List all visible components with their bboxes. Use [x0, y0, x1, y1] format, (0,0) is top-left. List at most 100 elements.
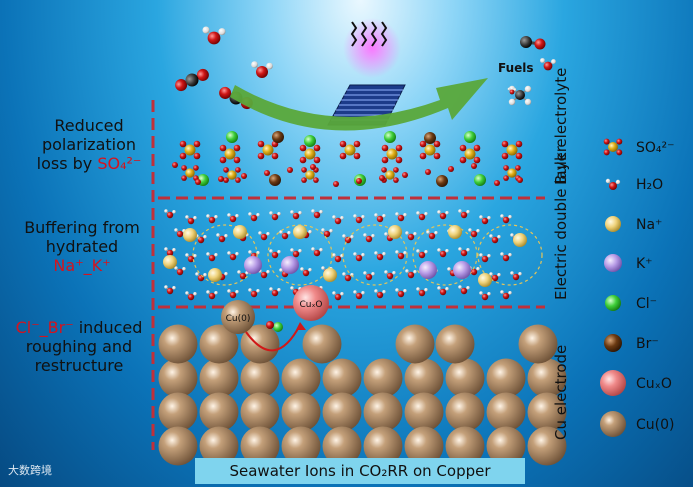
water-molecule: [219, 236, 225, 242]
copper-atom: [364, 393, 403, 432]
water-molecule: [377, 292, 383, 298]
copper-atom: [364, 359, 403, 398]
water-molecule: [482, 218, 488, 224]
copper-electrode: [159, 325, 567, 466]
water-molecule: [272, 214, 278, 220]
water-molecule: [366, 274, 372, 280]
water-molecule: [335, 256, 341, 262]
copper-atom: [159, 393, 198, 432]
copper-oxide-icon: [600, 370, 626, 396]
water-molecule: [293, 251, 299, 257]
sulfate-ion: [385, 170, 394, 179]
water-molecule: [461, 288, 467, 294]
water-molecule: [609, 182, 617, 190]
copper-atom: [405, 393, 444, 432]
copper-atom: [487, 359, 526, 398]
water-molecule: [461, 250, 467, 256]
water-molecule: [366, 236, 372, 242]
chloride-ion: [226, 131, 238, 143]
water-molecule: [282, 233, 288, 239]
water-molecule: [356, 255, 362, 261]
sodium-ion: [183, 228, 197, 242]
water-molecule: [272, 290, 278, 296]
copper-atom: [282, 393, 321, 432]
copper-atom: [323, 359, 362, 398]
water-molecule: [261, 272, 267, 278]
sulfate-ion: [305, 149, 316, 160]
water-molecule: [419, 252, 425, 258]
sulfate-ion: [263, 145, 274, 156]
sodium-ion: [208, 268, 222, 282]
sulfate-ion: [608, 142, 618, 152]
co2-molecule: [173, 67, 211, 94]
chloride-icon: [605, 295, 621, 311]
legend-label: K⁺: [636, 256, 653, 272]
water-molecule: [177, 231, 183, 237]
cu-electrode-label: Cu electrode: [552, 345, 570, 440]
water-molecule: [188, 218, 194, 224]
sulfate-ion: [425, 145, 436, 156]
sulfate-ion: [507, 145, 518, 156]
copper-atom: [241, 393, 280, 432]
light-source-icon: [343, 18, 401, 78]
water-molecule: [398, 291, 404, 297]
sulfate-ion: [185, 145, 196, 156]
sulfate-effect-label: Reduced polarization loss by SO₄²⁻: [30, 116, 148, 173]
watermark: 大数跨境: [8, 462, 52, 478]
water-molecule: [471, 269, 477, 275]
water-molecule: [377, 254, 383, 260]
water-molecule: [419, 214, 425, 220]
water-molecule: [440, 251, 446, 257]
sodium-ion: [448, 225, 462, 239]
sulfate-ion: [507, 168, 516, 177]
bromide-ion: [424, 132, 436, 144]
water-molecule: [188, 294, 194, 300]
copper-atom: [200, 359, 239, 398]
copper-atom: [200, 393, 239, 432]
water-molecule: [198, 275, 204, 281]
water-molecule: [503, 255, 509, 261]
copper-atom: [446, 393, 485, 432]
bulk-electrolyte-ions: [172, 131, 523, 187]
sulfate-ion: [387, 149, 398, 160]
water-molecule: [251, 291, 257, 297]
water-molecule: [209, 217, 215, 223]
water-molecule: [482, 294, 488, 300]
water-molecule: [230, 216, 236, 222]
double-layer-ions: [163, 209, 542, 300]
potassium-ion: [281, 256, 299, 274]
copper-icon: [600, 411, 626, 437]
water-molecule: [503, 217, 509, 223]
ch4-molecule: [509, 86, 531, 105]
water-molecule: [261, 234, 267, 240]
copper-atom: [487, 393, 526, 432]
co-molecule: [520, 36, 546, 50]
water-molecule: [167, 212, 173, 218]
water-molecule: [208, 32, 221, 45]
water-molecule: [429, 233, 435, 239]
copper-atom: [446, 359, 485, 398]
water-molecule: [408, 272, 414, 278]
chloride-ion: [304, 135, 316, 147]
water-molecule: [377, 216, 383, 222]
chloride-ion: [384, 131, 396, 143]
bromide-ion: [436, 175, 448, 187]
sodium-ion: [233, 225, 247, 239]
sodium-ion: [293, 225, 307, 239]
water-molecule: [314, 212, 320, 218]
sulfate-ion: [225, 149, 236, 160]
sodium-icon: [605, 216, 621, 232]
legend-label: Na⁺: [636, 217, 662, 233]
copper-atom: [159, 325, 198, 364]
water-molecule: [513, 274, 519, 280]
potassium-ion: [419, 261, 437, 279]
halide-ions-text: Cl⁻_Br⁻: [16, 318, 74, 337]
legend-label: Cl⁻: [636, 296, 657, 312]
water-molecule: [510, 90, 515, 95]
water-molecule: [398, 215, 404, 221]
legend-label: H₂O: [636, 177, 663, 193]
water-molecule: [345, 275, 351, 281]
sulfate-ion: [185, 168, 194, 177]
water-molecule: [303, 270, 309, 276]
copper-atom: [405, 359, 444, 398]
